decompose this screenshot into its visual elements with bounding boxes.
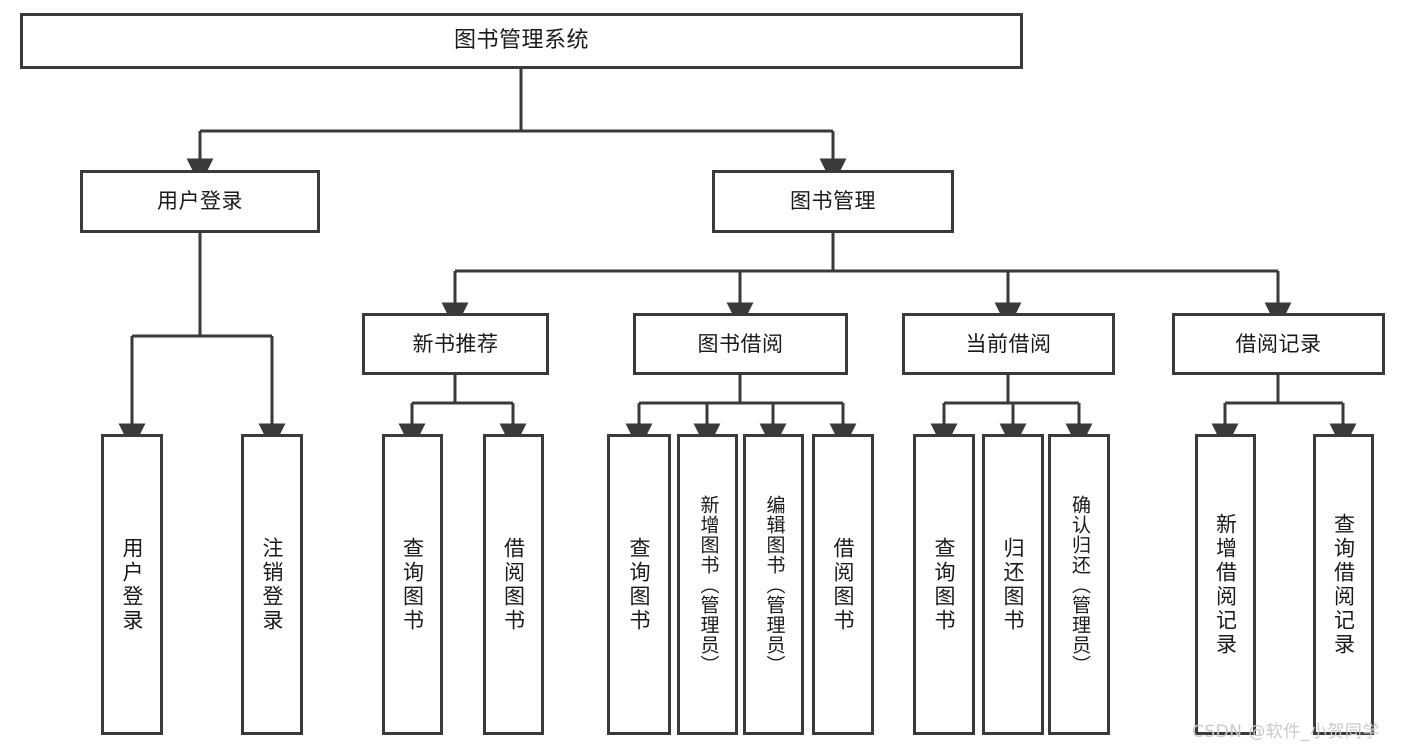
node-book-borrow[interactable]: 图书借阅 [633,313,848,375]
csdn-watermark: CSDN @软件_小贺同学 [1192,722,1380,742]
leaf-borrow-book-recommend[interactable]: 借阅图书 [483,434,544,735]
node-label: 用户登录 [120,536,145,633]
node-borrow-record[interactable]: 借阅记录 [1172,313,1385,375]
leaf-edit-book-admin[interactable]: 编辑图书（管理员） [743,434,804,735]
node-new-book-recommend[interactable]: 新书推荐 [362,313,549,375]
leaf-confirm-return-admin[interactable]: 确认归还（管理员） [1048,434,1110,735]
leaf-borrow-book[interactable]: 借阅图书 [812,434,874,735]
leaf-add-borrow-record[interactable]: 新增借阅记录 [1195,434,1256,735]
leaf-query-book-current[interactable]: 查询图书 [913,434,975,735]
node-label: 编辑图书（管理员） [763,494,786,675]
node-label: 查询图书 [627,536,652,633]
leaf-user-login[interactable]: 用户登录 [101,434,163,735]
node-root-book-management-system[interactable]: 图书管理系统 [20,13,1023,69]
leaf-query-book-borrow[interactable]: 查询图书 [607,434,671,735]
leaf-add-book-admin[interactable]: 新增图书（管理员） [677,434,738,735]
node-label: 借阅图书 [501,536,526,633]
node-label: 确认归还（管理员） [1068,494,1091,675]
node-label: 新增借阅记录 [1213,512,1238,657]
leaf-query-book-recommend[interactable]: 查询图书 [382,434,443,735]
node-label: 当前借阅 [965,331,1052,356]
node-label: 新增图书（管理员） [697,494,720,675]
node-label: 查询借阅记录 [1331,512,1356,657]
node-label: 图书管理系统 [453,28,589,54]
node-label: 用户登录 [157,189,243,214]
node-label: 注销登录 [260,536,285,633]
node-label: 借阅图书 [831,536,856,633]
leaf-return-book[interactable]: 归还图书 [982,434,1044,735]
node-label: 查询图书 [400,536,425,633]
node-label: 借阅记录 [1235,331,1322,356]
node-book-management[interactable]: 图书管理 [712,170,954,233]
node-label: 新书推荐 [412,331,499,356]
leaf-logout[interactable]: 注销登录 [241,434,303,735]
node-label: 图书管理 [790,189,876,214]
node-label: 查询图书 [932,536,957,633]
node-current-borrow[interactable]: 当前借阅 [902,313,1115,375]
node-user-login[interactable]: 用户登录 [80,170,320,233]
node-label: 归还图书 [1001,536,1026,633]
leaf-query-borrow-record[interactable]: 查询借阅记录 [1313,434,1374,735]
node-label: 图书借阅 [697,331,784,356]
